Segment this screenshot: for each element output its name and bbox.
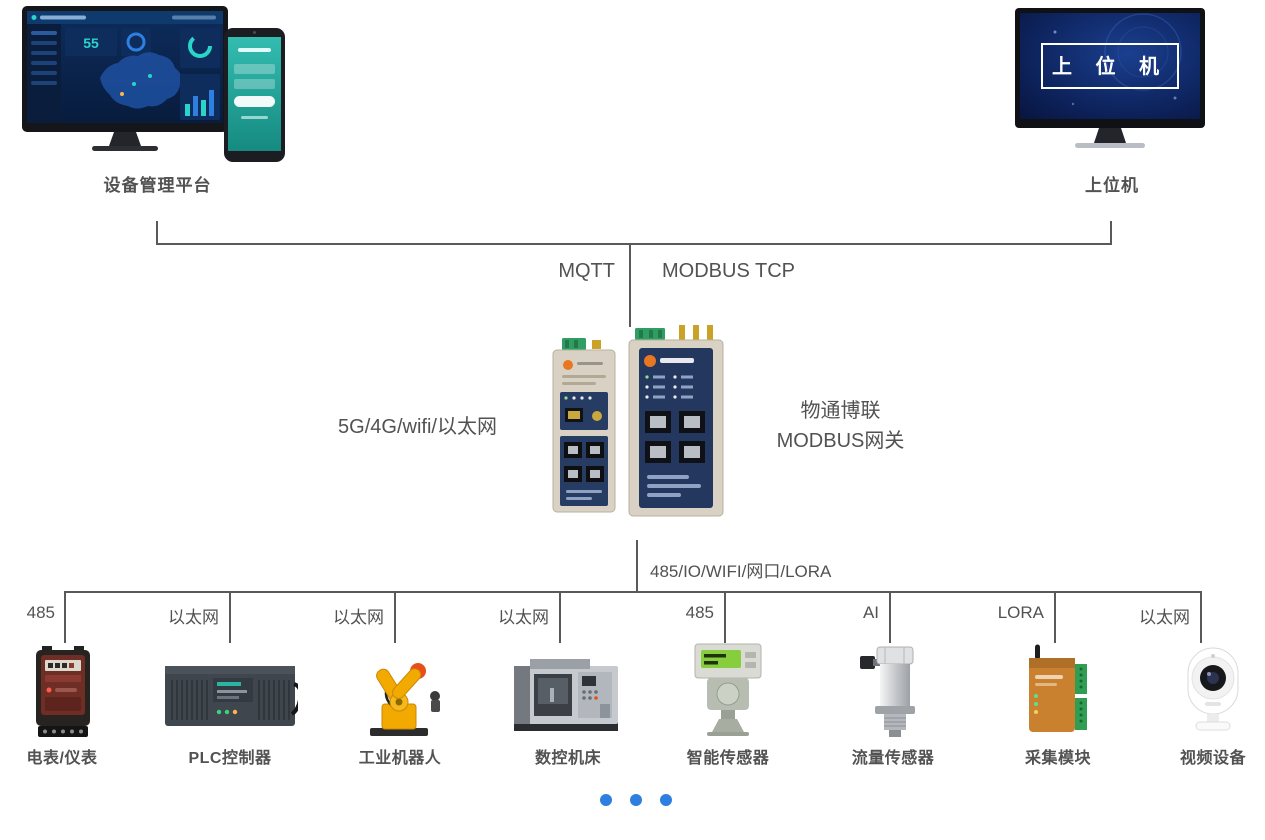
drop-line-8: [1200, 591, 1202, 643]
drop-line-3: [394, 591, 396, 643]
link-label-3: 以太网: [333, 608, 384, 627]
gateway-name-label: 物通博联 MODBUS网关: [743, 396, 938, 456]
collector-module-figure: [1023, 644, 1093, 739]
plc-controller-icon: [165, 666, 298, 726]
device-label-7: 采集模块: [1024, 750, 1091, 767]
industrial-robot-figure: [352, 640, 447, 740]
drop-line-7: [1054, 591, 1056, 643]
gateway-right-unit-icon: [628, 325, 724, 517]
connector-line-top-horizontal: [156, 243, 1112, 245]
device-label-6: 流量传感器: [851, 750, 935, 767]
left-platform-label: 设备管理平台: [103, 176, 212, 195]
industrial-robot-icon: [370, 663, 440, 736]
drop-line-1: [64, 591, 66, 643]
gateway-left-unit-icon: [552, 338, 616, 513]
link-label-5: 485: [685, 603, 714, 622]
cnc-machine-icon: [514, 659, 618, 731]
drop-line-4: [559, 591, 561, 643]
drop-line-6: [889, 591, 891, 643]
cnc-machine-figure: [510, 648, 625, 738]
drop-line-2: [229, 591, 231, 643]
pagination-dot-1[interactable]: [600, 794, 612, 806]
plc-controller-figure: [163, 654, 298, 734]
link-label-6: AI: [862, 603, 879, 622]
link-label-4: 以太网: [498, 608, 549, 627]
link-label-2: 以太网: [168, 608, 219, 627]
flow-sensor-icon: [860, 646, 915, 737]
video-camera-icon: [1187, 647, 1239, 731]
connector-line-right-drop: [1110, 221, 1112, 245]
device-management-platform-figure: 55: [22, 6, 287, 168]
pagination-dot-2[interactable]: [630, 794, 642, 806]
device-label-4: 数控机床: [534, 750, 601, 767]
host-computer-figure: 上 位 机: [1015, 8, 1210, 168]
drop-line-5: [724, 591, 726, 643]
electric-meter-icon: [36, 646, 90, 737]
right-platform-label: 上位机: [1085, 176, 1139, 195]
connector-line-center-vertical: [629, 243, 631, 327]
connector-line-gateway-down: [636, 540, 638, 593]
device-label-5: 智能传感器: [686, 750, 770, 767]
collector-module-icon: [1029, 644, 1087, 732]
smart-sensor-icon: [694, 643, 762, 736]
management-platform-monitor-icon: 55: [22, 6, 285, 162]
flow-sensor-figure: [858, 640, 928, 740]
electric-meter-figure: [28, 644, 98, 739]
gateway-product: MODBUS网关: [776, 430, 905, 452]
smart-sensor-figure: [681, 640, 776, 740]
gateway-right-unit-figure: [627, 325, 725, 519]
link-label-7: LORA: [997, 603, 1044, 622]
link-label-1: 485: [26, 603, 55, 622]
protocol-label-modbus-tcp: MODBUS TCP: [662, 260, 795, 282]
connector-line-bus: [64, 591, 1202, 593]
gateway-left-unit-figure: [550, 336, 620, 516]
dashboard-stat-number: 55: [83, 35, 99, 51]
host-screen-text: 上 位 机: [1052, 54, 1168, 78]
pagination-dot-3[interactable]: [660, 794, 672, 806]
gateway-uplink-interfaces-label: 5G/4G/wifi/以太网: [338, 416, 497, 438]
connector-line-left-drop: [156, 221, 158, 245]
video-camera-figure: [1178, 644, 1248, 739]
gateway-brand: 物通博联: [800, 400, 881, 422]
host-computer-monitor-icon: 上 位 机: [1015, 8, 1205, 148]
device-label-1: 电表/仪表: [26, 750, 98, 767]
device-label-3: 工业机器人: [358, 750, 442, 767]
protocol-label-mqtt: MQTT: [558, 260, 615, 282]
link-label-8: 以太网: [1139, 608, 1190, 627]
device-label-8: 视频设备: [1179, 750, 1246, 767]
downlink-interfaces-label: 485/IO/WIFI/网口/LORA: [650, 562, 832, 581]
device-label-2: PLC控制器: [188, 750, 272, 767]
management-platform-phone-icon: [224, 28, 285, 162]
